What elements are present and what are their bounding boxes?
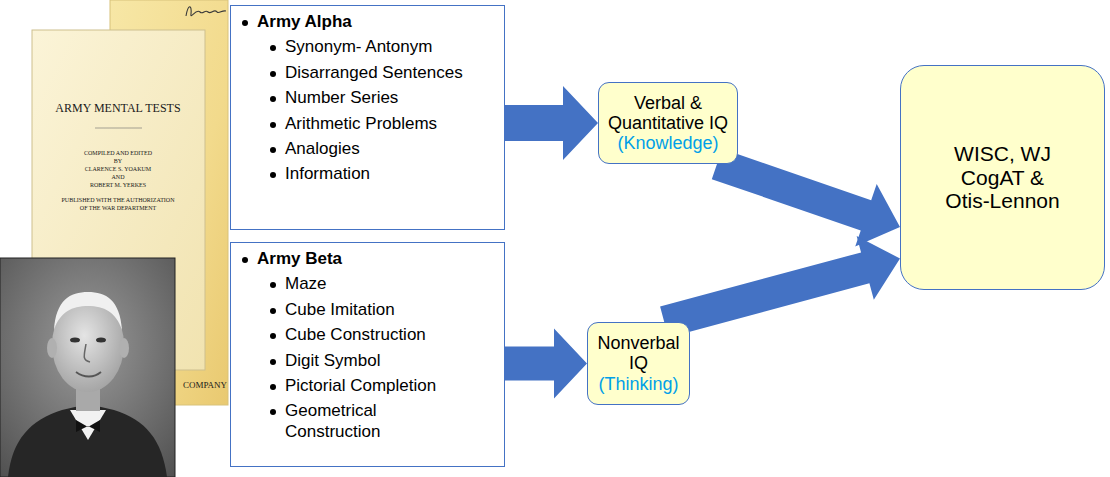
book-credit: PUBLISHED WITH THE AUTHORIZATION [62, 197, 175, 203]
bullet-dot [270, 384, 276, 390]
box-subtext: (Thinking) [598, 374, 678, 394]
test-list-box: Army BetaMazeCube ImitationCube Construc… [230, 242, 505, 467]
block-arrow [712, 149, 900, 247]
book-credit: COMPILED AND EDITED [84, 150, 152, 156]
test-battery-box: WISC, WJ CogAT & Otis-Lennon [900, 65, 1105, 290]
bullet-dot [242, 257, 248, 263]
subtest-item: Number Series [285, 88, 473, 108]
subtest-item: Cube Construction [285, 325, 473, 345]
iq-box: Nonverbal IQ(Thinking) [587, 322, 690, 405]
signature-squiggle [186, 7, 226, 16]
book-front-page [32, 30, 205, 370]
box-text: Verbal & Quantitative IQ [604, 93, 732, 133]
subtest-item: Maze [285, 274, 473, 294]
box-subtext: (Knowledge) [617, 133, 718, 153]
bullet-dot [270, 333, 276, 339]
subtest-item: Synonym- Antonym [285, 37, 473, 57]
book-credit: ROBERT M. YERKES [90, 182, 146, 188]
bullet-dot [270, 71, 276, 77]
subtest-item: Cube Imitation [285, 300, 473, 320]
bullet-dot [270, 409, 276, 415]
bullet-dot [270, 122, 276, 128]
book-title: ARMY MENTAL TESTS [55, 102, 180, 114]
test-heading: Army Alpha [257, 12, 445, 32]
bullet-dot [270, 147, 276, 153]
book-credit: BY [114, 158, 122, 164]
test-list-box: Army AlphaSynonym- AntonymDisarranged Se… [230, 5, 505, 230]
book-credit: OF THE WAR DEPARTMENT [80, 205, 156, 211]
title-rule [95, 128, 142, 129]
block-arrow [505, 329, 587, 399]
subtest-item: Arithmetic Problems [285, 114, 473, 134]
subtest-item: Disarranged Sentences [285, 63, 473, 83]
bullet-dot [270, 45, 276, 51]
subtest-item: Pictorial Completion [285, 376, 473, 396]
bullet-dot [270, 96, 276, 102]
book-credit: AND [112, 174, 125, 180]
subtest-item: Geometrical Construction [285, 401, 473, 442]
block-arrow [660, 236, 900, 337]
book-credit: CLARENCE S. YOAKUM [85, 166, 151, 172]
iq-box: Verbal & Quantitative IQ(Knowledge) [598, 82, 738, 164]
subtest-item: Analogies [285, 139, 473, 159]
block-arrow [505, 86, 598, 160]
bullet-dot [270, 308, 276, 314]
test-heading: Army Beta [257, 249, 445, 269]
book-publisher: COMPANY [183, 381, 227, 390]
box-text: Nonverbal IQ [593, 333, 684, 373]
bullet-dot [270, 172, 276, 178]
bullet-dot [270, 359, 276, 365]
subtest-item: Information [285, 164, 473, 184]
subtest-item: Digit Symbol [285, 351, 473, 371]
bullet-dot [242, 20, 248, 26]
bullet-dot [270, 282, 276, 288]
portrait-photo [0, 258, 175, 477]
box-text: WISC, WJ CogAT & Otis-Lennon [941, 142, 1065, 213]
